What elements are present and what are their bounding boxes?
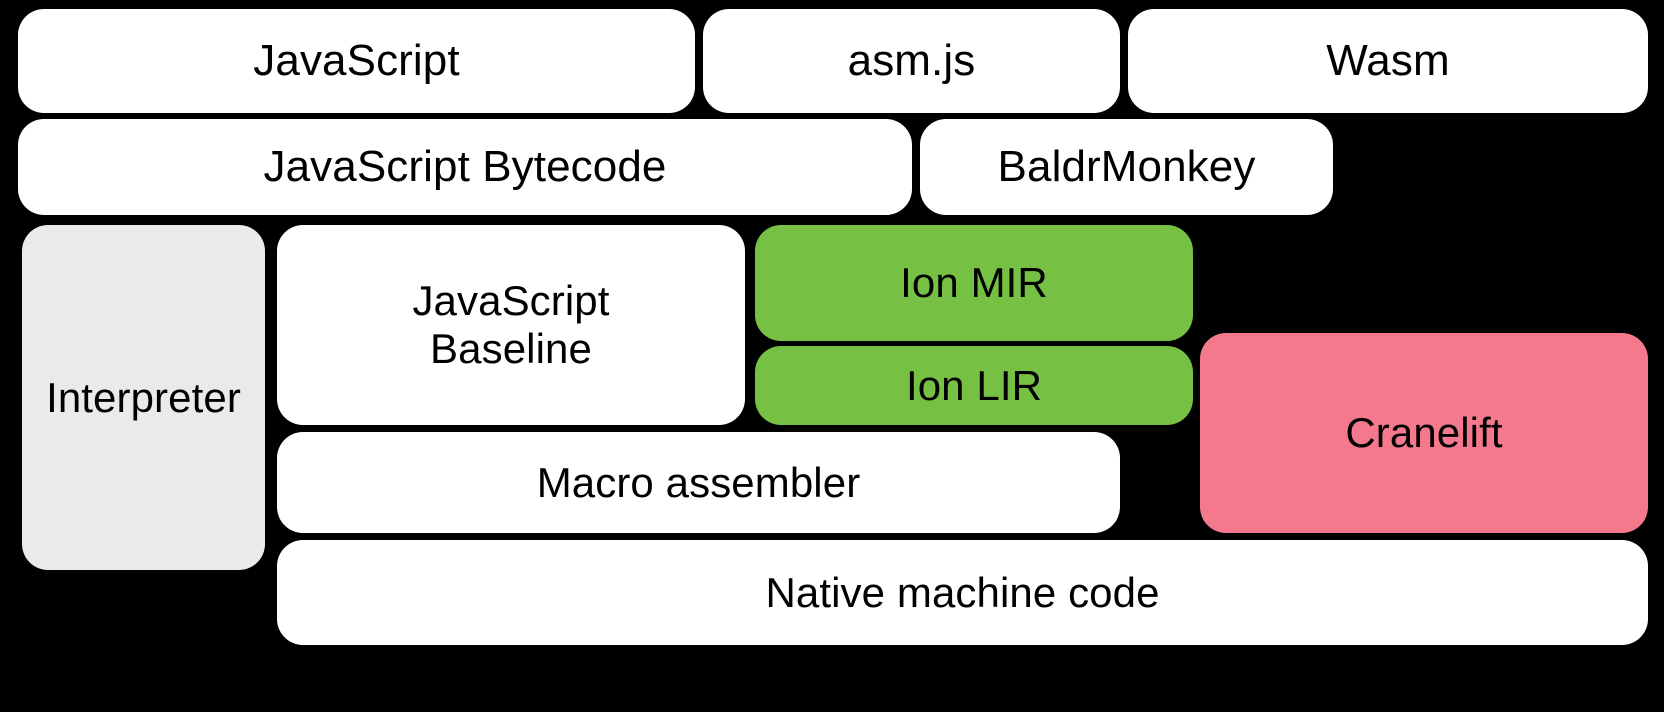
node-baldrmonkey: BaldrMonkey [920,119,1333,215]
node-native-machine-code: Native machine code [277,540,1648,645]
node-javascript-bytecode: JavaScript Bytecode [18,119,912,215]
node-wasm: Wasm [1128,9,1648,113]
node-javascript-baseline: JavaScript Baseline [277,225,745,425]
node-macro-assembler: Macro assembler [277,432,1120,533]
node-ion-lir: Ion LIR [755,346,1193,425]
node-asm-js: asm.js [703,9,1120,113]
node-ion-mir: Ion MIR [755,225,1193,341]
node-javascript: JavaScript [18,9,695,113]
node-interpreter: Interpreter [22,225,265,570]
node-cranelift: Cranelift [1200,333,1648,533]
